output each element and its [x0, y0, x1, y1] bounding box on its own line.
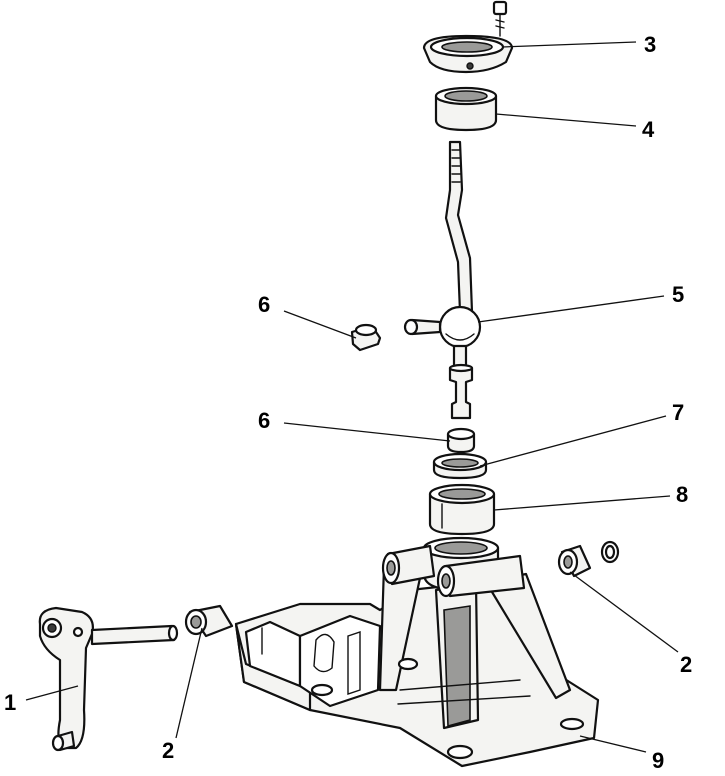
leader-lines	[25, 41, 679, 753]
part-8-sleeve	[428, 483, 496, 536]
part-5-shift-lever	[403, 140, 482, 420]
callout-labels: 3 4 5 6 6 7 8 2 2 1 9	[4, 32, 692, 773]
callout-5: 5	[672, 282, 684, 307]
callout-3: 3	[644, 32, 656, 57]
callout-8: 8	[676, 482, 688, 507]
callout-1: 1	[4, 690, 16, 715]
part-9-housing	[234, 536, 600, 768]
part-4-bushing	[434, 86, 498, 132]
part-2-left-bushing	[184, 604, 234, 638]
part-1-selector-lever	[38, 606, 179, 752]
callout-4: 4	[642, 117, 655, 142]
callout-9: 9	[652, 748, 664, 773]
part-7-ring	[432, 452, 488, 480]
part-6-upper-nut	[350, 323, 382, 352]
part-2-right-bushing	[557, 540, 620, 578]
part-6-lower-nut	[446, 427, 476, 454]
callout-7: 7	[672, 400, 684, 425]
callout-6-lower: 6	[258, 408, 270, 433]
callout-6-upper: 6	[258, 292, 270, 317]
callout-2-right: 2	[680, 652, 692, 677]
callout-2-left: 2	[162, 738, 174, 763]
part-3-cap	[422, 0, 514, 74]
